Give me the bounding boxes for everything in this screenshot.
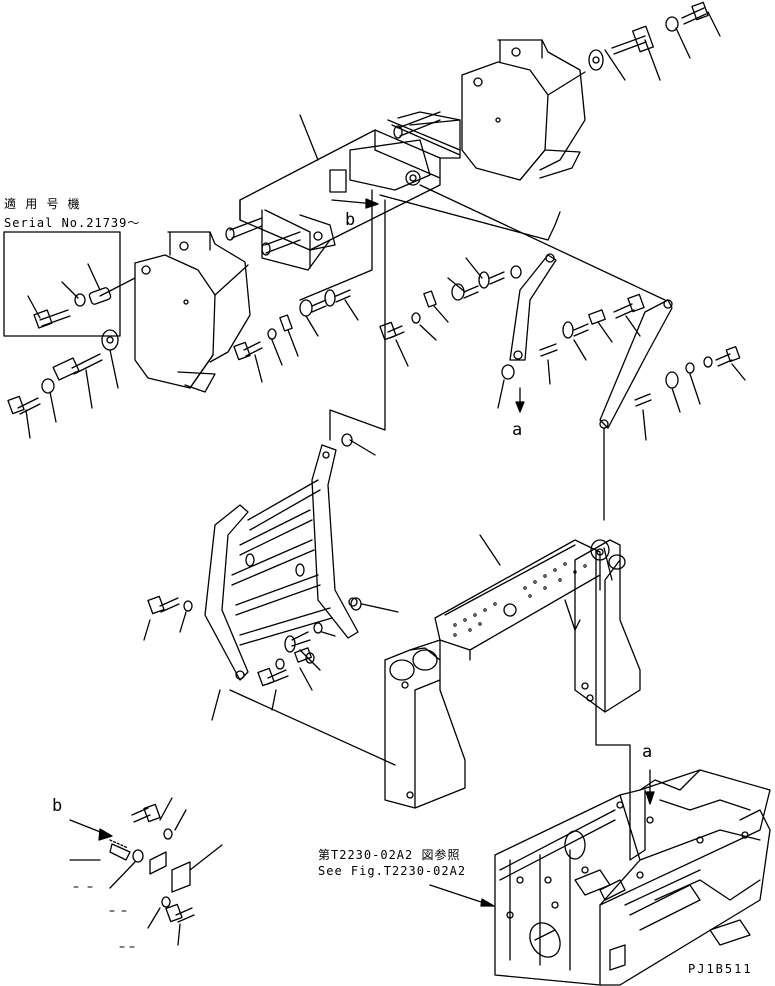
detail-b <box>69 797 223 946</box>
callout-a-upper: a <box>512 420 523 440</box>
serial-variant-box <box>3 231 136 337</box>
fasteners-right <box>497 253 746 441</box>
callout-a-lower: a <box>642 742 653 762</box>
callout-b-upper: b <box>345 210 356 230</box>
arrow-b-upper <box>331 198 379 209</box>
counterweight-upper-right <box>461 39 586 181</box>
fasteners-upper-right <box>588 1 721 81</box>
fasteners-center-row <box>233 257 522 383</box>
a-frame <box>384 534 641 809</box>
ladder-frame <box>204 444 359 721</box>
reference-arrowhead <box>480 898 495 907</box>
serial-note-jp: 適 用 号 機 <box>4 197 81 211</box>
reference-note-jp: 第T2230-02A2 図参照 <box>318 848 461 862</box>
callout-b-lower: b <box>52 796 63 816</box>
drawing-code: PJ1B511 <box>688 962 753 976</box>
leader-lines <box>229 184 666 791</box>
main-frame <box>494 769 771 986</box>
counterweight-left <box>134 231 251 393</box>
fasteners-left <box>7 329 119 439</box>
upper-bracket-assembly <box>225 111 461 271</box>
reference-note-en: See Fig.T2230-02A2 <box>318 864 467 878</box>
reference-leader <box>429 884 491 906</box>
a-frame-hole-pattern <box>453 562 587 637</box>
ladder-fasteners <box>143 433 399 711</box>
arrow-a-lower <box>645 769 655 805</box>
serial-note-en: Serial No.21739～ <box>4 216 141 230</box>
faint-marks <box>73 886 135 948</box>
